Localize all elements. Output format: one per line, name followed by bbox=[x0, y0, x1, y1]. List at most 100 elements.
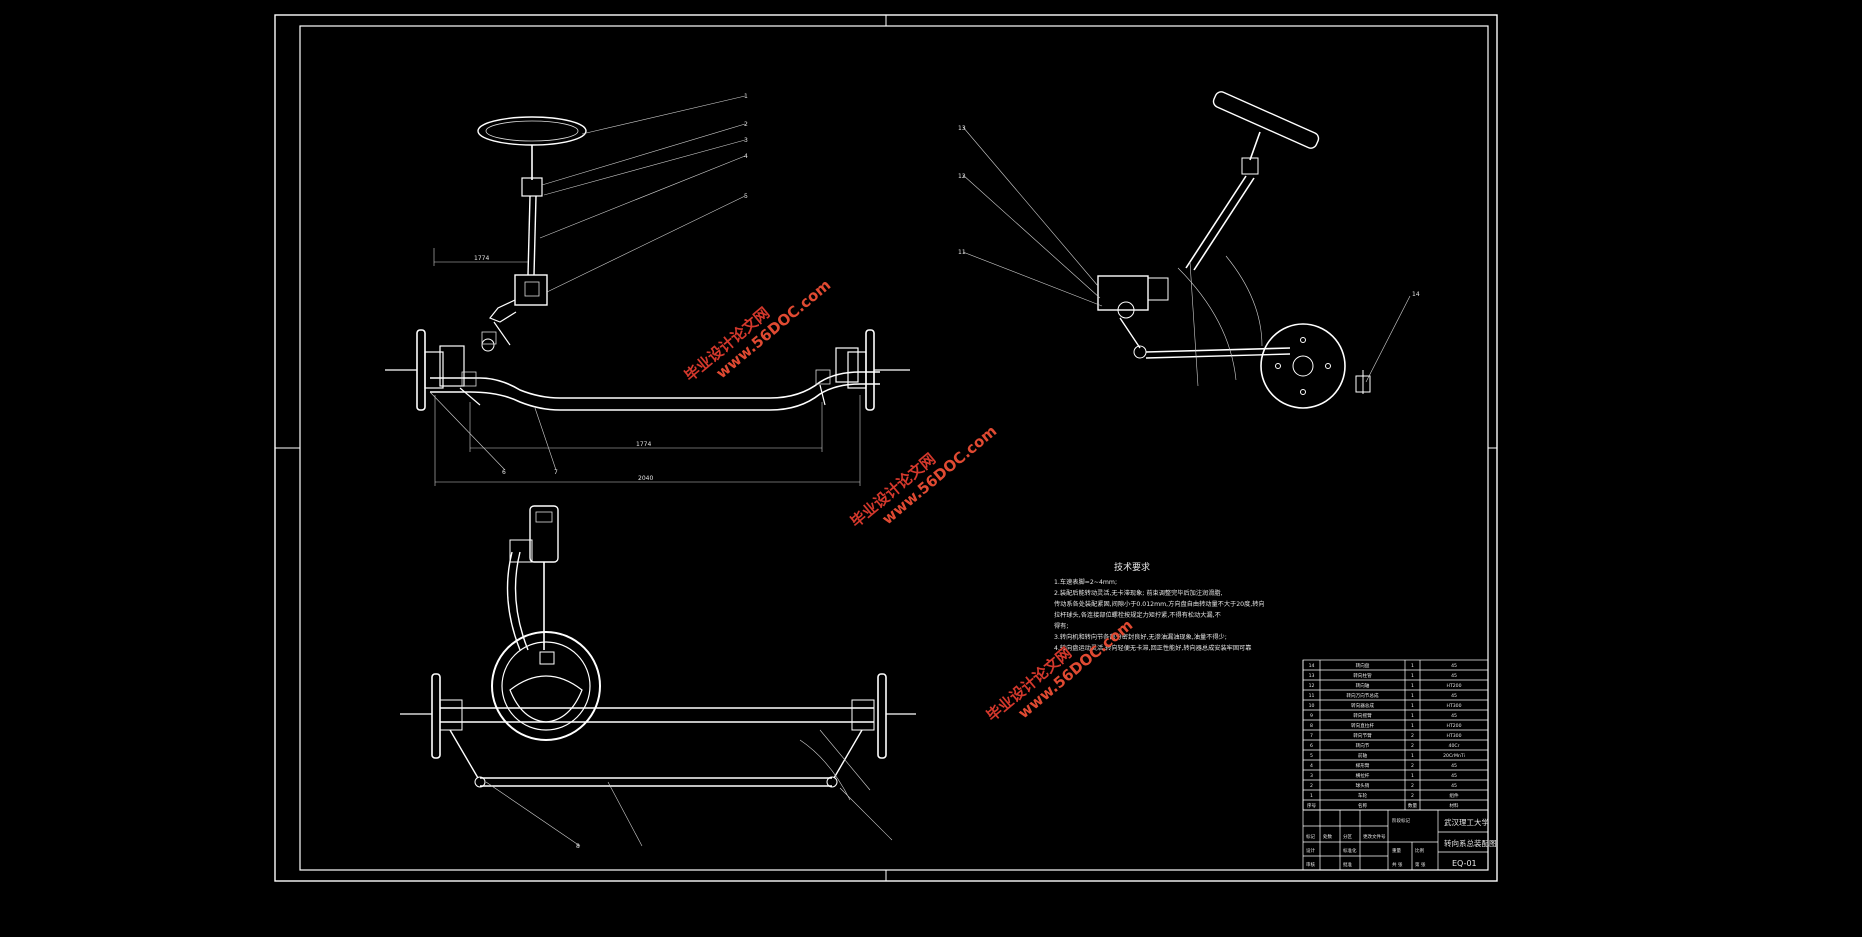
bom-cell: 名称 bbox=[1358, 802, 1368, 809]
bom-cell: HT200 bbox=[1446, 723, 1461, 729]
part-label-5: 5 bbox=[744, 193, 748, 200]
dim-width-inner: 1774 bbox=[636, 441, 651, 448]
tb-label-design: 设计 bbox=[1306, 847, 1315, 854]
school-name: 武汉理工大学 bbox=[1444, 817, 1489, 827]
bom-cell: 2 bbox=[1411, 733, 1414, 739]
bom-cell: 45 bbox=[1451, 713, 1457, 719]
bom-cell: 8 bbox=[1310, 723, 1313, 729]
bom-cell: 45 bbox=[1451, 763, 1457, 769]
bom-cell: 14 bbox=[1309, 663, 1315, 669]
tb-label-change: 更改文件号 bbox=[1363, 833, 1386, 840]
part-label-6: 6 bbox=[502, 469, 506, 476]
bom-cell: 转向柱管 bbox=[1353, 672, 1372, 679]
bom-cell: 转向轴 bbox=[1356, 682, 1370, 689]
top-view-label-a: 8 bbox=[576, 843, 580, 850]
bom-cell: 1 bbox=[1411, 773, 1414, 779]
iso-label-11: 11 bbox=[958, 249, 966, 256]
bom-cell: 序号 bbox=[1307, 802, 1317, 809]
bom-cell: 45 bbox=[1451, 663, 1457, 669]
tb-label-sheets: 共 张 bbox=[1392, 861, 1403, 868]
bom-cell: 转向盘 bbox=[1356, 662, 1370, 669]
dim-width-outer: 2040 bbox=[638, 475, 653, 482]
iso-label-12: 12 bbox=[958, 173, 966, 180]
bom-cell: 材料 bbox=[1449, 802, 1459, 809]
bom-cell: 5 bbox=[1310, 753, 1313, 759]
bom-cell: 梯形臂 bbox=[1356, 762, 1370, 769]
bom-cell: 1 bbox=[1411, 693, 1414, 699]
tb-label-sheet: 第 张 bbox=[1415, 861, 1426, 868]
bom-cell: 1 bbox=[1411, 703, 1414, 709]
bom-cell: 4 bbox=[1310, 763, 1313, 769]
bom-cell: 转向直拉杆 bbox=[1351, 722, 1374, 729]
part-label-3: 3 bbox=[744, 137, 748, 144]
bom-cell: 1 bbox=[1411, 663, 1414, 669]
bom-cell: 2 bbox=[1411, 783, 1414, 789]
tech-req-line-3: 传动系各处装配紧固,间隙小于0.012mm,方向盘自由转动量不大于20度,转向 bbox=[1054, 600, 1265, 608]
front-view-assembly: 1 2 3 4 5 6 7 1774 1774 2040 bbox=[385, 93, 910, 486]
bom-cell: 3 bbox=[1310, 773, 1313, 779]
bom-cell: 6 bbox=[1310, 743, 1313, 749]
watermark-1: 毕业设计论文网 www.56DOC.com bbox=[681, 276, 834, 385]
part-label-1: 1 bbox=[744, 93, 748, 100]
iso-label-13: 13 bbox=[958, 125, 966, 132]
bom-cell: 1 bbox=[1310, 793, 1313, 799]
bom-cell: 12 bbox=[1309, 683, 1315, 689]
bom-cell: 1 bbox=[1411, 673, 1414, 679]
part-label-2: 2 bbox=[744, 121, 748, 128]
tb-label-review: 审核 bbox=[1306, 861, 1315, 868]
bom-cell: 40Cr bbox=[1449, 743, 1460, 749]
bom-cell: 9 bbox=[1310, 713, 1313, 719]
tb-label-zone: 分区 bbox=[1343, 833, 1352, 840]
bom-cell: 转向摇臂 bbox=[1353, 712, 1372, 719]
bom-cell: 2 bbox=[1411, 763, 1414, 769]
bom-cell: 转向节 bbox=[1356, 742, 1370, 749]
bom-cell: HT200 bbox=[1446, 683, 1461, 689]
top-view-assembly: 8 bbox=[400, 505, 916, 850]
bom-cell: 13 bbox=[1309, 673, 1315, 679]
tb-label-standard: 标准化 bbox=[1343, 847, 1357, 854]
tb-label-mark: 标记 bbox=[1306, 833, 1315, 840]
part-label-7: 7 bbox=[554, 469, 558, 476]
part-label-4: 4 bbox=[744, 153, 748, 160]
tb-label-approve: 批准 bbox=[1343, 861, 1352, 868]
tech-req-line-2: 2.装配后能转动灵活,无卡滞现象; 前束调整完毕后加注润滑脂, bbox=[1054, 589, 1223, 597]
bom-cell: 7 bbox=[1310, 733, 1313, 739]
bom-cell: 10 bbox=[1309, 703, 1315, 709]
tb-label-stage: 阶段标记 bbox=[1392, 817, 1410, 824]
bom-cell: 11 bbox=[1309, 693, 1315, 699]
tb-label-scale: 比例 bbox=[1415, 847, 1424, 854]
tech-req-line-5: 得有; bbox=[1054, 622, 1068, 630]
bom-cell: 转向节臂 bbox=[1353, 732, 1372, 739]
drawing-code: EQ-01 bbox=[1452, 859, 1477, 868]
tech-req-line-1: 1.车速表脚=2~4mm; bbox=[1054, 578, 1117, 586]
tb-label-weight: 重量 bbox=[1392, 847, 1401, 854]
isometric-view: 13 12 11 14 bbox=[958, 91, 1420, 409]
watermark-2: 毕业设计论文网 www.56DOC.com bbox=[847, 422, 1000, 531]
tech-req-title: 技术要求 bbox=[1114, 561, 1150, 573]
dim-top-left: 1774 bbox=[474, 255, 489, 262]
bom-cell: 45 bbox=[1451, 773, 1457, 779]
tech-req-line-7: 4.转向盘运动灵活,转向轻便无卡滞,回正性能好,转向器总成安装牢固可靠 bbox=[1054, 644, 1251, 652]
bom-cell: 1 bbox=[1411, 723, 1414, 729]
bom-cell: 1 bbox=[1411, 713, 1414, 719]
bom-cell: 1 bbox=[1411, 753, 1414, 759]
bom-cell: 2 bbox=[1411, 743, 1414, 749]
bom-cell: 转向万向节总成 bbox=[1346, 692, 1379, 699]
bom-cell: 转向器总成 bbox=[1351, 702, 1374, 709]
tech-req-line-4: 拉杆球头,各连接部位螺栓按规定力矩拧紧,不得有松动大漏,不 bbox=[1054, 611, 1221, 619]
bom-cell: 45 bbox=[1451, 673, 1457, 679]
bom-cell: HT300 bbox=[1446, 733, 1461, 739]
iso-label-14: 14 bbox=[1412, 291, 1420, 298]
bom-cell: 2 bbox=[1411, 793, 1414, 799]
bom-cell: 2 bbox=[1310, 783, 1313, 789]
bom-cell: 球头销 bbox=[1356, 782, 1370, 789]
bom-cell: HT300 bbox=[1446, 703, 1461, 709]
drawing-name: 转向系总装配图 bbox=[1444, 838, 1497, 848]
bom-cell: 45 bbox=[1451, 693, 1457, 699]
bom-cell: 车轮 bbox=[1358, 792, 1368, 799]
bom-cell: 45 bbox=[1451, 783, 1457, 789]
bom-cell: 1 bbox=[1411, 683, 1414, 689]
